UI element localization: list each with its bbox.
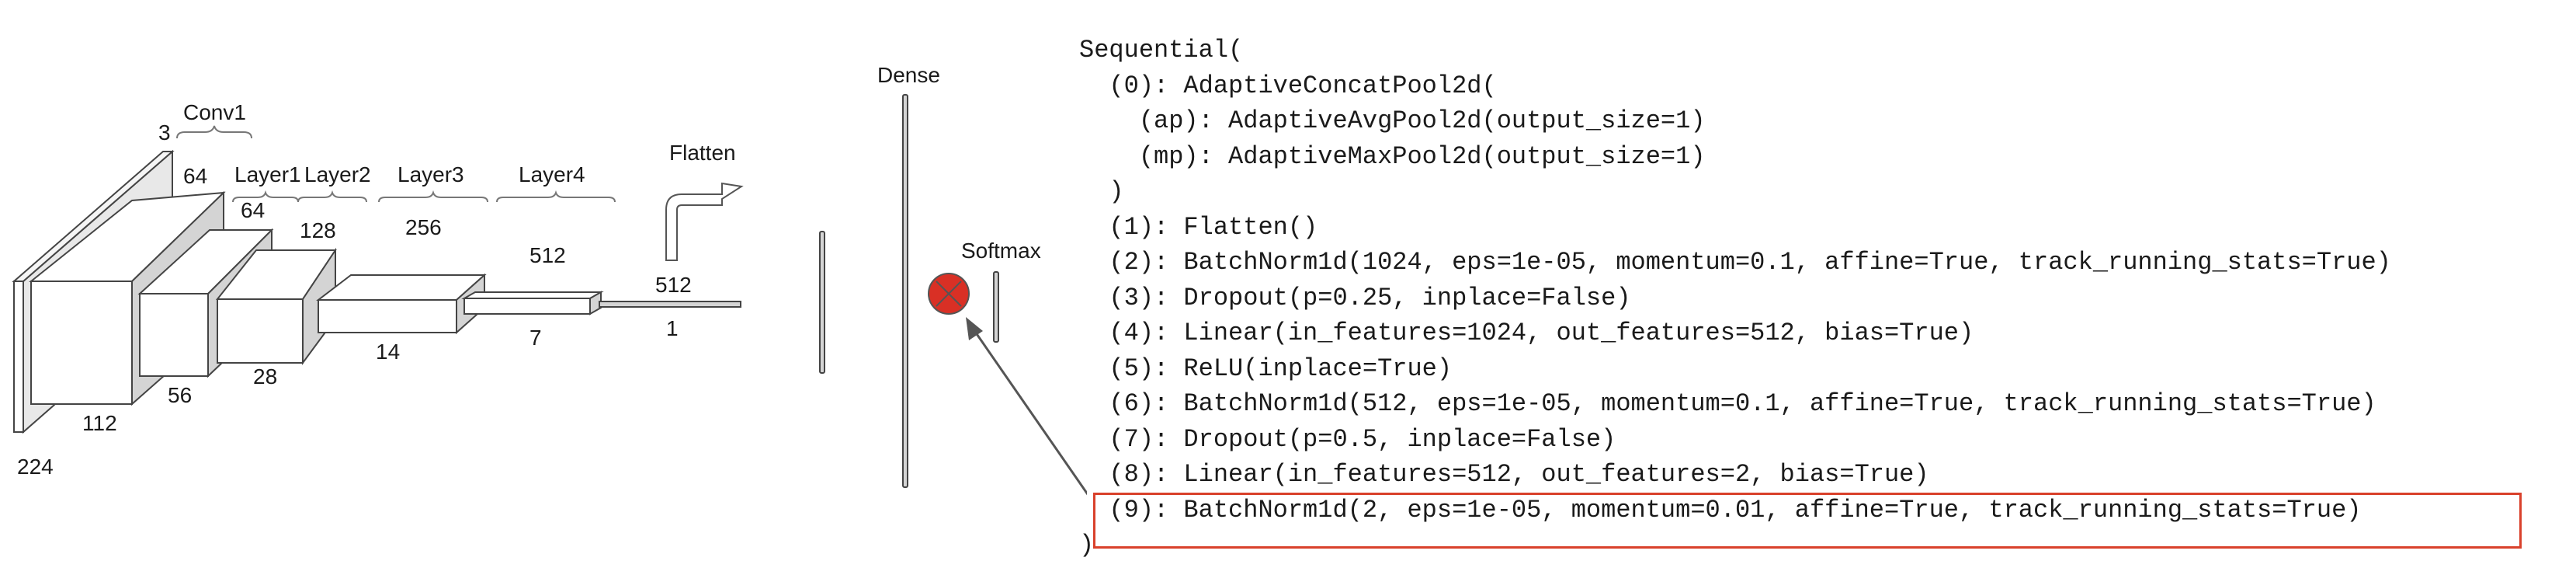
flatten-arrow-icon <box>665 182 744 261</box>
layer2-size-label: 28 <box>253 364 277 389</box>
softmax-bar <box>993 271 999 343</box>
layer1-channels-label: 64 <box>241 198 265 222</box>
layer1-size-label: 56 <box>168 383 192 407</box>
layer3-block <box>316 273 487 335</box>
layer3-brace <box>378 190 488 203</box>
layer4-block <box>461 291 604 315</box>
conv1-title: Conv1 <box>183 100 246 124</box>
softmax-node-icon <box>928 273 970 315</box>
pointer-arrow <box>966 317 1087 496</box>
flatten-size-label: 1 <box>666 316 679 340</box>
softmax-title: Softmax <box>961 239 1041 263</box>
code-line: (5): ReLU(inplace=True) <box>1079 354 1453 383</box>
code-line: (1): Flatten() <box>1079 212 1318 242</box>
layer3-size-label: 14 <box>376 340 400 364</box>
layer4-title: Layer4 <box>519 162 585 186</box>
code-line: (mp): AdaptiveMaxPool2d(output_size=1) <box>1079 141 1706 171</box>
input-channels-label: 3 <box>158 120 171 145</box>
code-line: (4): Linear(in_features=1024, out_featur… <box>1079 319 1974 347</box>
layer2-brace <box>297 190 367 203</box>
network-architecture-diagram: Conv1 3 64 Layer1 Layer2 Layer3 Layer4 F… <box>12 63 1087 496</box>
code-line: Sequential( <box>1079 36 1244 64</box>
code-line: (3): Dropout(p=0.25, inplace=False) <box>1079 283 1631 312</box>
code-line: (6): BatchNorm1d(512, eps=1e-05, momentu… <box>1079 389 2376 418</box>
code-line: (2): BatchNorm1d(1024, eps=1e-05, moment… <box>1079 248 2391 277</box>
layer4-brace <box>496 190 616 203</box>
input-height-label: 224 <box>17 455 54 479</box>
dense-bar-large <box>902 94 908 488</box>
code-line: ) <box>1079 531 1095 559</box>
code-line: (ap): AdaptiveAvgPool2d(output_size=1) <box>1079 106 1706 135</box>
dense-title: Dense <box>877 63 940 87</box>
code-line: (9): BatchNorm1d(2, eps=1e-05, momentum=… <box>1079 495 2362 524</box>
code-line: (0): AdaptiveConcatPool2d( <box>1079 71 1497 100</box>
layer3-channels-label: 256 <box>405 215 442 239</box>
flatten-vector <box>599 301 741 308</box>
code-line: ) <box>1079 177 1124 206</box>
layer1-brace <box>232 190 299 203</box>
highlighted-batchnorm-row <box>1093 493 2522 549</box>
conv1-channels-label: 64 <box>183 164 207 188</box>
conv1-size-label: 112 <box>82 411 117 435</box>
layer4-size-label: 7 <box>529 326 542 350</box>
flatten-title: Flatten <box>669 141 736 165</box>
code-line: (7): Dropout(p=0.5, inplace=False) <box>1079 424 1616 454</box>
model-code-block: Sequential( (0): AdaptiveConcatPool2d( (… <box>1079 33 2391 563</box>
layer1-title: Layer1 <box>234 162 301 186</box>
layer4-channels-label: 512 <box>529 243 566 267</box>
layer2-channels-label: 128 <box>300 218 336 242</box>
layer2-title: Layer2 <box>304 162 371 186</box>
dense-bar-small <box>819 231 825 374</box>
flatten-features-label: 512 <box>655 273 692 297</box>
conv1-brace <box>176 125 252 139</box>
layer3-title: Layer3 <box>398 162 464 186</box>
code-line: (8): Linear(in_features=512, out_feature… <box>1079 460 1929 489</box>
